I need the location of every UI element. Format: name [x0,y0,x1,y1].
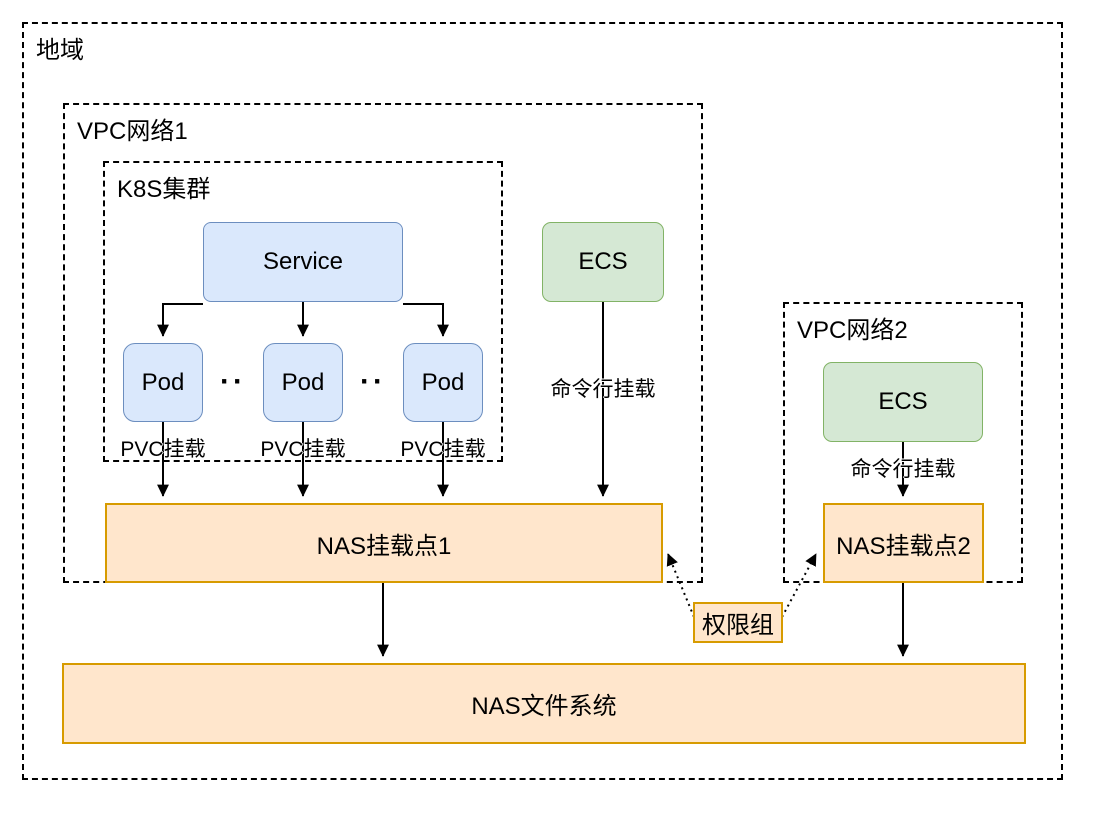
permission-group-node: 权限组 [693,602,783,643]
region-label: 地域 [36,37,84,64]
pod1-node: Pod [123,343,203,422]
nas-filesystem-node: NAS文件系统 [62,663,1026,744]
vpc1-label: VPC网络1 [77,118,188,145]
region-container [22,22,1063,780]
pod2-node: Pod [263,343,343,422]
nas-mount2-node: NAS挂载点2 [823,503,984,583]
pod3-node: Pod [403,343,483,422]
pod-ellipsis-1: ·· [220,365,246,398]
pod-ellipsis-2: ·· [360,365,386,398]
pvc-mount-label-2: PVC挂载 [260,438,346,461]
ecs-vpc1-node: ECS [542,222,664,302]
cli-mount-label-vpc2: 命令行挂载 [850,458,956,481]
cli-mount-label-vpc1: 命令行挂载 [550,378,656,401]
ecs-vpc2-node: ECS [823,362,983,442]
service-node: Service [203,222,403,302]
vpc2-label: VPC网络2 [797,317,908,344]
pvc-mount-label-1: PVC挂载 [120,438,206,461]
nas-mount1-node: NAS挂载点1 [105,503,663,583]
pvc-mount-label-3: PVC挂载 [400,438,486,461]
k8s-cluster-label: K8S集群 [117,176,211,203]
